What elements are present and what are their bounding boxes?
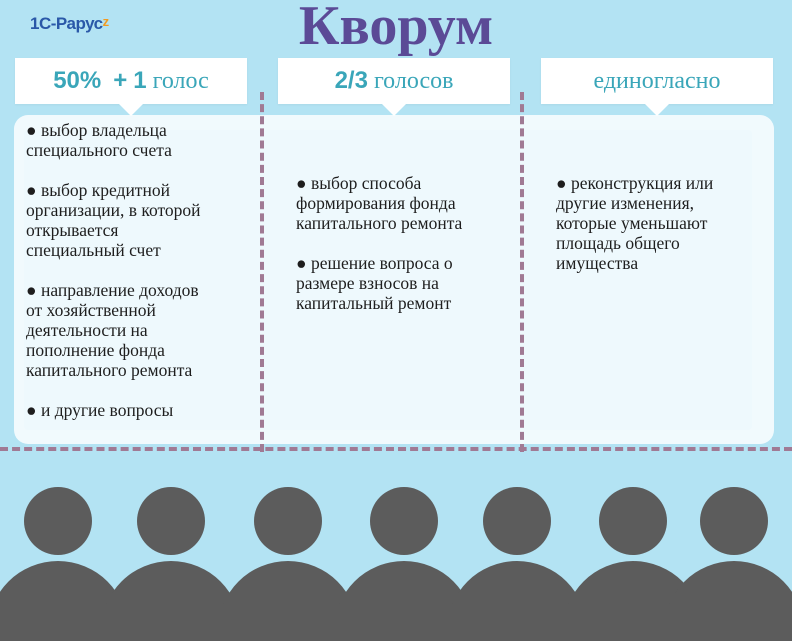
column-majority-list: выбор владельца специального счета выбор… — [26, 120, 256, 440]
column-unanimous-list: реконструкция или другие изменения, кото… — [556, 173, 776, 293]
header-majority: 50% + 1 голос — [15, 58, 247, 116]
column-divider-1 — [260, 92, 264, 452]
page-title: Кворум — [298, 0, 494, 57]
header-majority-label: голос — [152, 67, 209, 94]
company-logo: 1С-Рарусz — [30, 14, 109, 34]
list-item: решение вопроса о размере взносов на кап… — [296, 253, 516, 313]
header-majority-percent: 50% — [53, 67, 102, 94]
header-unanimous-label: единогласно — [593, 67, 721, 94]
header-two-thirds-label: голосов — [373, 67, 454, 94]
header-two-thirds-fraction: 2/3 — [334, 67, 368, 94]
row-divider — [0, 447, 792, 451]
logo-mark: z — [102, 14, 110, 29]
list-item: направление доходов от хозяйственной дея… — [26, 280, 256, 380]
list-item: выбор способа формирования фонда капитал… — [296, 173, 516, 233]
list-item: выбор кредитной организации, в которой о… — [26, 180, 256, 260]
list-item: выбор владельца специального счета — [26, 120, 256, 160]
column-two-thirds-list: выбор способа формирования фонда капитал… — [296, 173, 516, 333]
person-icon — [664, 460, 792, 641]
header-majority-one: 1 — [133, 67, 147, 94]
header-unanimous: единогласно — [541, 58, 773, 116]
column-divider-2 — [520, 92, 524, 452]
header-majority-plus: + — [113, 67, 128, 94]
people-illustration — [0, 460, 792, 641]
list-item: и другие вопросы — [26, 400, 256, 420]
header-two-thirds: 2/3 голосов — [278, 58, 510, 116]
logo-text: 1С-Рарус — [30, 14, 103, 33]
list-item: реконструкция или другие изменения, кото… — [556, 173, 776, 273]
